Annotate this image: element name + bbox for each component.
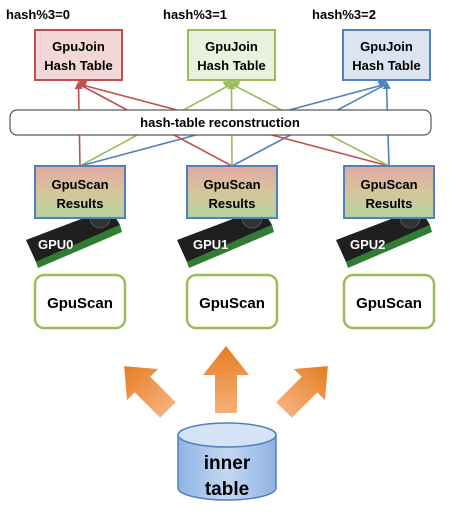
arrowhead-icon [231, 81, 241, 89]
hash-table-0-line2: Hash Table [44, 58, 112, 73]
database-cylinder-icon [177, 422, 277, 501]
hash-table-2-line1: GpuJoin [360, 39, 413, 54]
gpuscan-box-2: GpuScan [342, 273, 436, 330]
scan-results-1-line2: Results [209, 196, 256, 211]
arrowhead-icon [227, 81, 236, 90]
gpu-label-0: GPU0 [38, 237, 73, 252]
scan-results-1: GpuScan Results [186, 165, 278, 219]
gpu-label-2: GPU2 [350, 237, 385, 252]
arrowhead-icon [78, 79, 88, 87]
reconstruction-label: hash-table reconstruction [140, 115, 300, 130]
inner-table-line1: inner [204, 453, 251, 474]
hash-table-2-line2: Hash Table [352, 58, 420, 73]
gpu-label-1: GPU1 [193, 237, 228, 252]
scan-results-2: GpuScan Results [343, 165, 435, 219]
gpuscan-label-0: GpuScan [47, 295, 113, 312]
arrow-up-icon [203, 346, 249, 413]
inner-table-line2: table [205, 479, 249, 500]
gpuscan-box-1: GpuScan [185, 273, 279, 330]
arrowhead-icon [74, 81, 83, 90]
hash-labels: hash%3=0 hash%3=1 hash%3=2 [6, 7, 376, 22]
scan-results-2-line2: Results [366, 196, 413, 211]
hash-table-1: GpuJoin Hash Table [187, 29, 276, 81]
scan-results-0-line2: Results [57, 196, 104, 211]
hash-label-2: hash%3=2 [312, 7, 376, 22]
gpuscan-label-2: GpuScan [356, 295, 422, 312]
scan-results-row: GpuScan Results GpuScan Results GpuScan … [34, 165, 435, 219]
hash-table-1-line2: Hash Table [197, 58, 265, 73]
hash-table-1-line1: GpuJoin [205, 39, 258, 54]
hash-table-0: GpuJoin Hash Table [34, 29, 123, 81]
arrow-row [124, 346, 328, 418]
arrowhead-icon [382, 81, 391, 90]
hash-table-0-line1: GpuJoin [52, 39, 105, 54]
gpuscan-box-0: GpuScan [33, 273, 127, 330]
hash-label-0: hash%3=0 [6, 7, 70, 22]
hash-label-1: hash%3=1 [163, 7, 227, 22]
arrowhead-icon [377, 81, 387, 89]
gpu-card-1: GPU1 [177, 207, 274, 268]
hash-table-2: GpuJoin Hash Table [342, 29, 431, 81]
inner-table: inner table [177, 422, 277, 501]
reconstruction-bar: hash-table reconstruction [9, 109, 432, 136]
gpuscan-row: GpuScan GpuScan GpuScan [33, 273, 436, 330]
arrow-up-right-icon [276, 366, 328, 418]
arrow-up-left-icon [124, 366, 176, 418]
scan-results-2-line1: GpuScan [360, 177, 417, 192]
gpuscan-label-1: GpuScan [199, 295, 265, 312]
scan-results-0-line1: GpuScan [51, 177, 108, 192]
scan-results-0: GpuScan Results [34, 165, 126, 219]
arrowhead-icon [222, 81, 232, 89]
scan-results-1-line1: GpuScan [203, 177, 260, 192]
hash-table-row: GpuJoin Hash Table GpuJoin Hash Table Gp… [34, 29, 431, 81]
